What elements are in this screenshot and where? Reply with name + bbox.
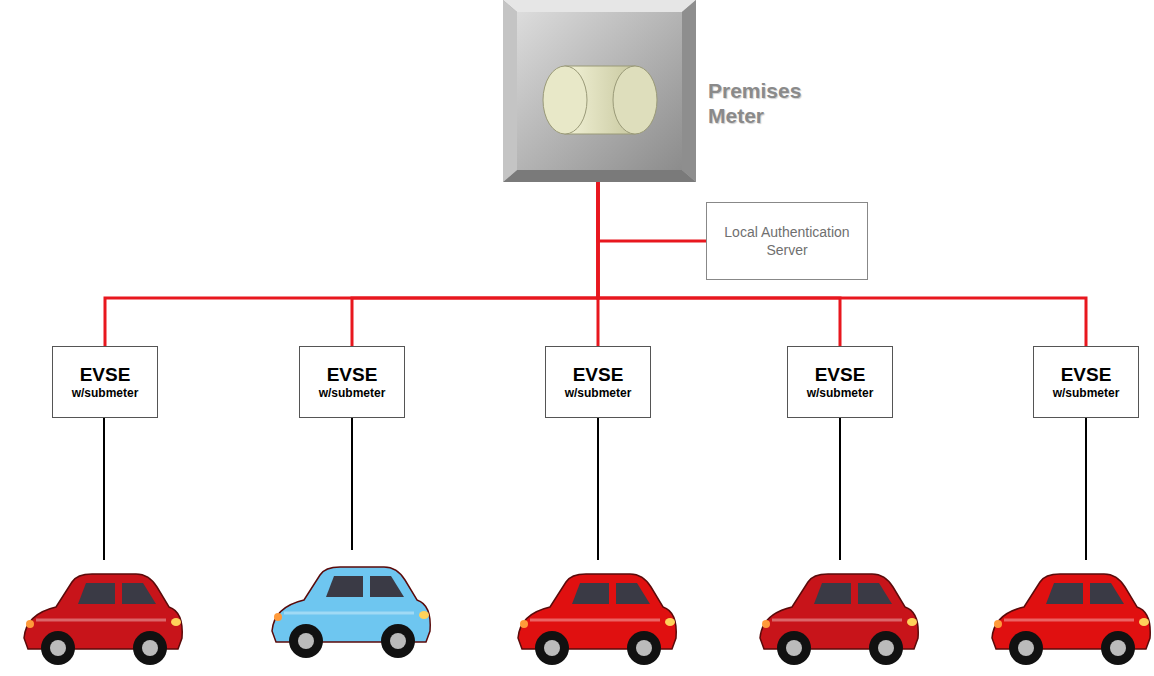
power-line (598, 182, 706, 241)
evse-box: EVSEw/submeter (1033, 346, 1139, 418)
charging-cable (351, 418, 353, 550)
red-car (518, 574, 676, 665)
charging-cable (597, 418, 599, 560)
charging-cable (103, 418, 105, 560)
power-line (352, 182, 598, 346)
evse-title: EVSE (1061, 364, 1112, 386)
submeter-label: w/submeter (319, 386, 386, 401)
evse-title: EVSE (80, 364, 131, 386)
red-car (992, 574, 1150, 665)
power-line (105, 182, 598, 346)
evse-box: EVSEw/submeter (52, 346, 158, 418)
premises-meter: Premises Meter (503, 0, 696, 182)
evse-title: EVSE (573, 364, 624, 386)
charging-cable (839, 418, 841, 560)
server-label: Local Authentication Server (717, 223, 857, 259)
evse-box: EVSEw/submeter (299, 346, 405, 418)
meter-label: Premises Meter (708, 78, 848, 128)
evse-box: EVSEw/submeter (545, 346, 651, 418)
evse-title: EVSE (815, 364, 866, 386)
meter-housing (503, 0, 696, 182)
red-car (24, 574, 182, 665)
submeter-label: w/submeter (565, 386, 632, 401)
evse-box: EVSEw/submeter (787, 346, 893, 418)
charging-cable (1085, 418, 1087, 560)
submeter-label: w/submeter (72, 386, 139, 401)
submeter-label: w/submeter (1053, 386, 1120, 401)
submeter-label: w/submeter (807, 386, 874, 401)
server-box: Local Authentication Server (706, 202, 868, 280)
evse-title: EVSE (327, 364, 378, 386)
power-line (598, 182, 1086, 346)
blue-car (272, 567, 430, 658)
red-car (760, 574, 918, 665)
